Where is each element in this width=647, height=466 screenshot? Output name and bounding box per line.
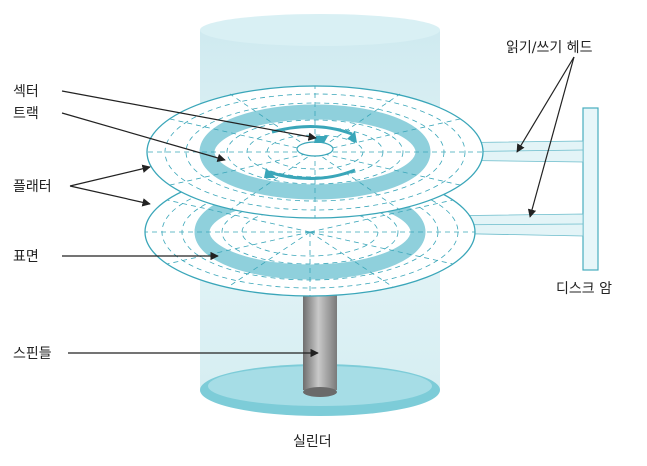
label-sector: 섹터 [13,84,39,100]
label-track: 트랙 [13,106,39,122]
label-cylinder: 실린더 [293,434,332,450]
sector-highlight [314,136,328,143]
label-disk-arm: 디스크 암 [556,281,612,297]
label-rw-head: 읽기/쓰기 헤드 [506,40,593,56]
upper-platter [146,85,484,219]
pointer-lines [61,56,575,358]
label-platter: 플래터 [13,179,52,195]
rotation-arrows [267,125,356,180]
label-surface: 표면 [13,249,39,265]
label-spindle: 스핀들 [13,346,52,362]
